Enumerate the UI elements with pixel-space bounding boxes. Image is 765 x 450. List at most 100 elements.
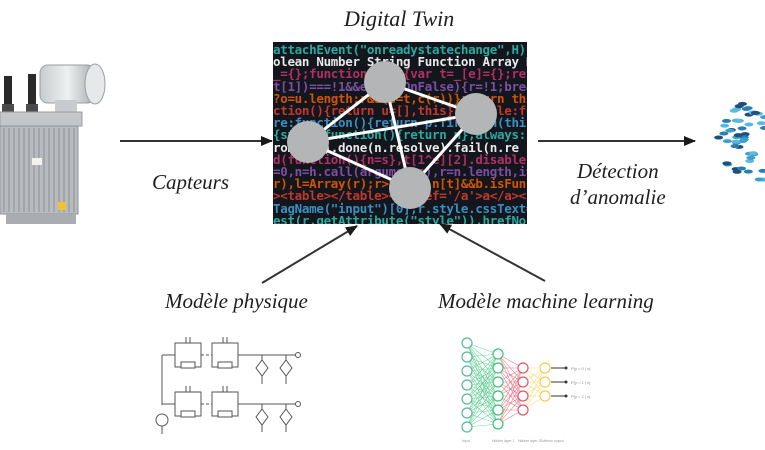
code-line: olean Number String Function Array Date … [273,54,527,70]
conservator-tank [39,63,106,120]
code-line: attachEvent("onreadystatechange",H),e.at… [273,42,527,57]
transformer-image [0,63,106,224]
sensors-label: Capteurs [152,170,230,194]
nn-neuron [461,379,473,391]
nn-connection [522,367,546,397]
nn-neuron [461,351,473,363]
nn-neuron [517,404,529,416]
fish-school-image [714,101,765,182]
fish [732,169,742,174]
graph-node [287,121,329,163]
nn-neuron [492,362,504,374]
anomaly-detection-label: Détection d’anomalie [570,158,666,210]
nn-neuron [461,365,473,377]
nn-neuron [517,376,529,388]
fish [722,161,732,166]
fish [748,151,758,156]
fish [744,122,754,127]
graph-overlay [287,61,497,209]
ml-model-label: Modèle machine learning [438,289,654,313]
nn-neuron [539,376,551,388]
nn-neuron [492,348,504,360]
fish [733,118,743,123]
nn-connection [466,353,499,400]
fish [756,121,765,126]
nn-layer-label: Softmax output [540,439,564,443]
nn-neuron [492,390,504,402]
fish [720,123,730,128]
nn-output-label: P(y = 0 | x) [571,366,591,371]
nn-connection [497,367,524,397]
nn-neuron [492,404,504,416]
nn-connection [522,381,546,411]
fish [731,139,741,144]
nn-connection [466,395,499,428]
nn-connection [466,367,499,428]
fish [722,139,732,144]
nn-neuron [517,362,529,374]
nn-connection [466,353,499,414]
anomaly-detection-line2: d’anomalie [570,185,666,209]
anomaly-detection-line1: Détection [577,159,659,183]
nn-connection [466,381,499,428]
fish [745,158,755,163]
nn-connection [497,367,524,411]
fish [758,168,765,173]
fish [722,118,732,123]
nn-output-label: P(y = 1 | x) [571,380,591,385]
code-line: romise().done(n.resolve).fail(n.re [273,139,519,155]
nn-connection [466,409,499,428]
nn-neuron [492,376,504,388]
nn-connection [522,367,546,411]
nn-neuron [461,421,473,433]
bushings [2,74,38,112]
nn-layer-label: Hidden layer 1 [492,439,515,443]
fish [737,166,747,171]
fish [760,115,765,120]
nn-layer-label: Hidden layer 2 [518,439,541,443]
graph-node [389,167,431,209]
fish [719,131,729,136]
nn-output-label: P(y = 2 | x) [571,394,591,399]
fish [730,144,740,149]
nn-neuron [517,390,529,402]
fish [741,106,751,111]
graph-edge [307,112,477,144]
nn-neuron [461,407,473,419]
fish [729,108,739,113]
fish [746,155,756,160]
fish [760,125,765,130]
nn-neuron [539,362,551,374]
fish [743,169,753,174]
nn-neuron [461,393,473,405]
graph-node [455,93,497,135]
neural-network-diagram: P(y = 0 | x) P(y = 1 | x) P(y = 2 | x) Inpu… [461,337,591,443]
fish [740,132,750,137]
fish [739,137,749,142]
graph-node [364,61,406,103]
nn-neuron [461,337,473,349]
code-line: est(r.getAttribute("style")),hrefNormali… [273,212,527,224]
physical-model-arrow [261,225,358,284]
fish [737,126,747,131]
nn-neuron [539,390,551,402]
fish [714,135,724,140]
fish [734,104,744,109]
nn-layer-label: Input [462,439,470,443]
physical-model-label: Modèle physique [165,289,308,313]
digital-twin-title: Digital Twin [344,6,455,31]
fish [750,110,760,115]
nn-connection [497,367,524,425]
fish [754,177,764,182]
nn-connection [497,395,524,425]
ml-model-arrow [439,223,546,282]
nn-neuron [492,418,504,430]
fish [733,133,743,138]
nn-connection [497,381,524,425]
circuit-schematic [155,337,301,434]
code-line: TagName("input")[0],r.style.cssText="top… [273,200,527,216]
nn-connection [466,353,499,372]
fish [725,128,735,133]
nn-connection [466,353,499,386]
